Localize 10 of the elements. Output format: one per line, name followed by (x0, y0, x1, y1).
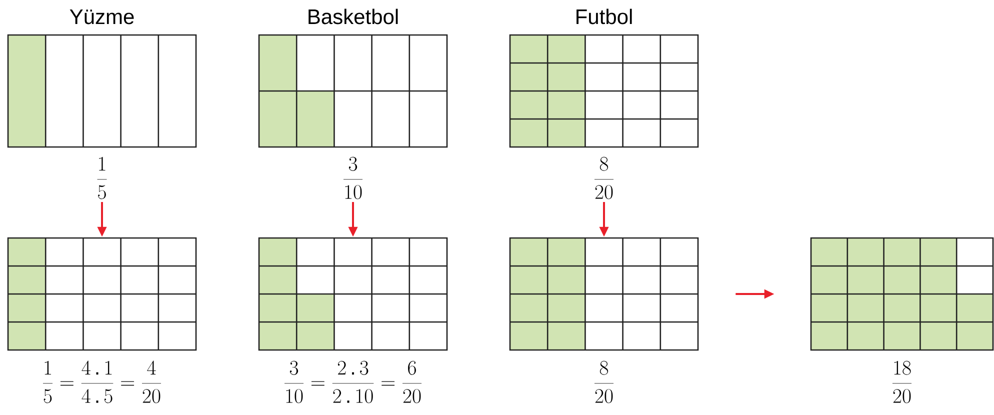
fraction: $\frac{1}{5}=\frac{4\,\mbox{.}\,1}{4\,\mbox{.}\,5}=\frac{4}{20}$ (43, 360, 162, 404)
heading: Yüzme (70, 10, 134, 24)
heading: Futbol (576, 8, 632, 24)
fraction: $\frac{3}{10}=\frac{2\,\mbox{.}\,3}{2\,\mbox{.}\,10}=\frac{6}{20}$ (284, 360, 422, 404)
fraction: $\frac{1}{5}$ (97, 156, 107, 200)
fraction: $\frac{8}{20}$ (594, 156, 614, 200)
fraction: $\frac{3}{10}$ (344, 156, 363, 200)
fraction: $\frac{18}{20}$ (892, 360, 912, 404)
heading: Basketbol (308, 8, 398, 24)
fraction: $\frac{8}{20}$ (594, 360, 614, 404)
